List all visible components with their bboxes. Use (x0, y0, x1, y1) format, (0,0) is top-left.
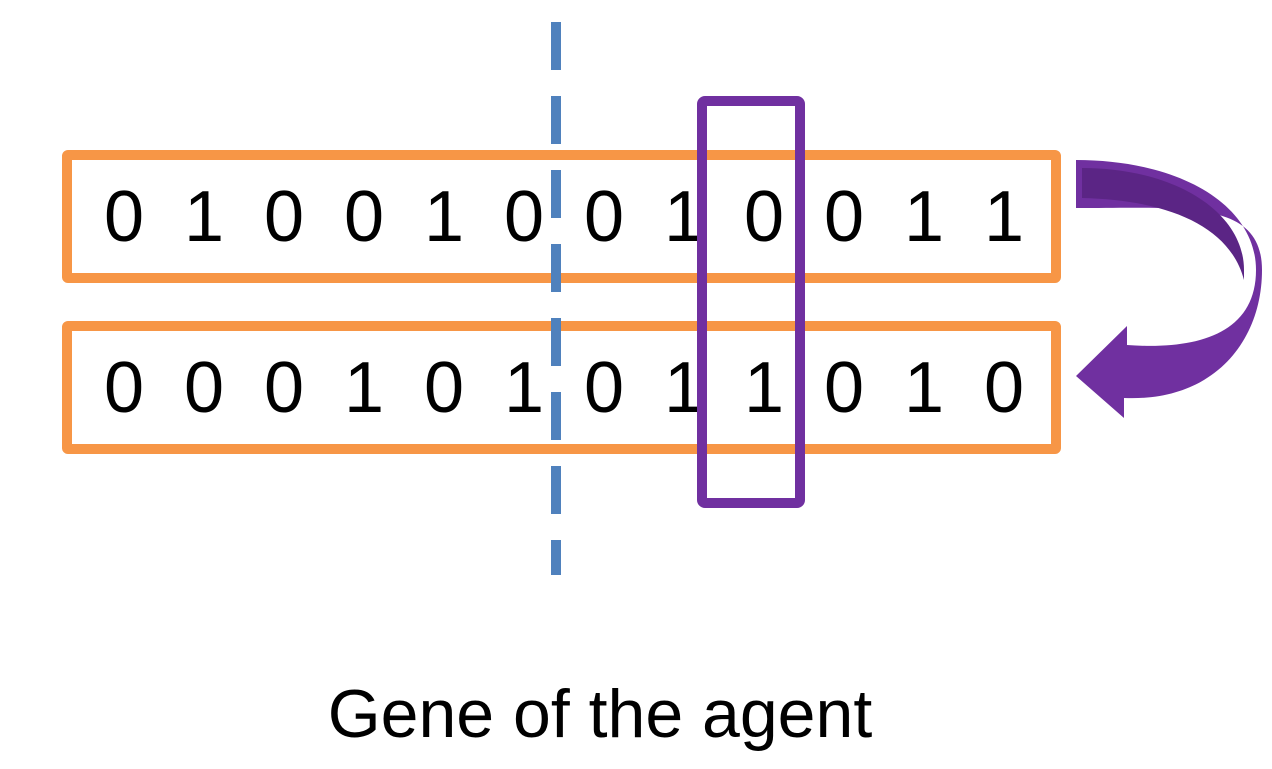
gene-bit: 1 (663, 176, 705, 257)
gene-bit: 0 (823, 347, 865, 428)
gene-bit: 1 (983, 176, 1025, 257)
gene-bit: 0 (983, 347, 1025, 428)
gene-bit: 1 (343, 347, 385, 428)
gene-bit: 0 (263, 176, 305, 257)
mutation-arrow-icon (1076, 160, 1262, 418)
gene-bit: 0 (183, 347, 225, 428)
gene-bit: 1 (423, 176, 465, 257)
gene-bit: 0 (423, 347, 465, 428)
gene-bit: 0 (263, 347, 305, 428)
gene-bit: 0 (103, 176, 145, 257)
gene-bit: 0 (503, 176, 545, 257)
gene-bit: 1 (743, 347, 785, 428)
gene-bit: 0 (583, 176, 625, 257)
gene-bit: 0 (343, 176, 385, 257)
gene-bit: 1 (903, 347, 945, 428)
gene-bit: 0 (823, 176, 865, 257)
gene-bit: 1 (503, 347, 545, 428)
gene-bit: 0 (743, 176, 785, 257)
diagram-caption: Gene of the agent (327, 676, 873, 752)
gene-bit: 1 (663, 347, 705, 428)
gene-bit: 0 (583, 347, 625, 428)
gene-bit: 0 (103, 347, 145, 428)
gene-bit: 1 (183, 176, 225, 257)
gene-bit: 1 (903, 176, 945, 257)
